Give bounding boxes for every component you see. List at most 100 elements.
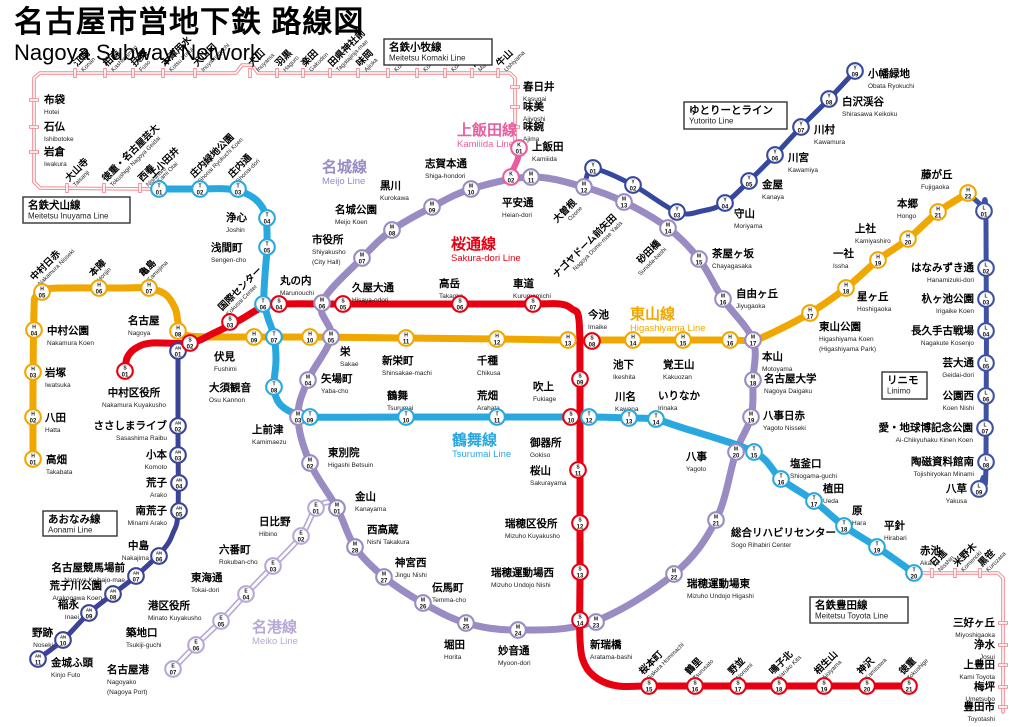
station-H02[interactable]: H02 (24, 408, 42, 426)
station-L07[interactable]: L07 (976, 419, 994, 437)
station-H13[interactable]: H13 (559, 331, 577, 349)
station-H05[interactable]: H05 (33, 283, 51, 301)
station-T15[interactable]: T15 (745, 443, 763, 461)
station-L03[interactable]: L03 (977, 290, 995, 308)
station-M01[interactable]: M01 (328, 499, 346, 517)
station-T20[interactable]: T20 (905, 564, 923, 582)
station-T11[interactable]: T11 (488, 408, 506, 426)
station-M28[interactable]: M28 (346, 538, 364, 556)
station-E06[interactable]: E06 (187, 636, 205, 654)
station-H15[interactable]: H15 (674, 331, 692, 349)
station-M13[interactable]: M13 (615, 193, 633, 211)
station-L02[interactable]: L02 (977, 259, 995, 277)
station-Y01[interactable]: Y01 (584, 159, 602, 177)
station-H19[interactable]: H19 (869, 251, 887, 269)
station-S08[interactable]: S08 (583, 332, 601, 350)
station-M06[interactable]: M06 (313, 294, 331, 312)
station-T12[interactable]: T12 (580, 408, 598, 426)
station-H01[interactable]: H01 (24, 450, 42, 468)
station-S02[interactable]: S02 (181, 334, 199, 352)
station-H20[interactable]: H20 (899, 230, 917, 248)
station-S20[interactable]: S20 (858, 677, 876, 695)
station-T17[interactable]: T17 (805, 492, 823, 510)
station-Y02[interactable]: Y02 (624, 176, 642, 194)
station-T18[interactable]: T18 (835, 517, 853, 535)
station-Y05[interactable]: Y05 (740, 172, 758, 190)
station-H06[interactable]: H06 (90, 279, 108, 297)
station-T08[interactable]: T08 (265, 378, 283, 396)
station-E07[interactable]: E07 (164, 660, 182, 678)
station-T10[interactable]: T10 (397, 408, 415, 426)
station-H17[interactable]: H17 (801, 304, 819, 322)
station-L01[interactable]: L01 (975, 202, 993, 220)
station-Y09[interactable]: Y09 (846, 62, 864, 80)
station-S09[interactable]: S09 (571, 370, 589, 388)
station-S11[interactable]: S11 (569, 461, 587, 479)
station-H03[interactable]: H03 (24, 363, 42, 381)
station-S17[interactable]: S17 (729, 677, 747, 695)
station-T06[interactable]: T06 (254, 295, 272, 313)
station-S04[interactable]: S04 (270, 295, 288, 313)
station-K01[interactable]: K01 (510, 139, 528, 157)
station-M09[interactable]: M09 (423, 198, 441, 216)
station-T04[interactable]: T04 (258, 209, 276, 227)
station-Y04[interactable]: Y04 (716, 194, 734, 212)
station-S16[interactable]: S16 (686, 677, 704, 695)
station-S06[interactable]: S06 (451, 295, 469, 313)
station-M05[interactable]: M05 (322, 328, 340, 346)
station-M18[interactable]: M18 (744, 371, 762, 389)
station-Y06[interactable]: Y06 (766, 146, 784, 164)
station-H14[interactable]: H14 (624, 331, 642, 349)
station-M17[interactable]: M17 (744, 331, 762, 349)
station-T16[interactable]: T16 (772, 470, 790, 488)
station-M24[interactable]: M24 (509, 621, 527, 639)
station-S13[interactable]: S13 (571, 563, 589, 581)
station-H21[interactable]: H21 (929, 203, 947, 221)
station-M23[interactable]: M23 (587, 613, 605, 631)
station-M25[interactable]: M25 (457, 614, 475, 632)
station-T14[interactable]: T14 (647, 410, 665, 428)
station-L06[interactable]: L06 (977, 387, 995, 405)
station-Y03[interactable]: Y03 (668, 203, 686, 221)
station-H11[interactable]: H11 (397, 329, 415, 347)
station-M27[interactable]: M27 (375, 568, 393, 586)
station-M22[interactable]: M22 (665, 565, 683, 583)
station-E01[interactable]: E01 (307, 499, 325, 517)
station-H08[interactable]: H08 (169, 322, 187, 340)
station-M04[interactable]: M04 (299, 371, 317, 389)
station-Y08[interactable]: Y08 (820, 90, 838, 108)
station-T07[interactable]: T07 (265, 328, 283, 346)
station-K02[interactable]: K02 (502, 168, 520, 186)
station-T03[interactable]: T03 (229, 180, 247, 198)
station-E05[interactable]: E05 (212, 612, 230, 630)
station-H12[interactable]: H12 (488, 330, 506, 348)
station-M10[interactable]: M10 (462, 180, 480, 198)
station-M12[interactable]: M12 (575, 178, 593, 196)
station-H22[interactable]: H22 (959, 184, 977, 202)
station-M21[interactable]: M21 (707, 511, 725, 529)
station-S07[interactable]: S07 (524, 295, 542, 313)
station-S18[interactable]: S18 (770, 677, 788, 695)
station-T05[interactable]: T05 (258, 238, 276, 256)
station-S05[interactable]: S05 (334, 295, 352, 313)
station-L05[interactable]: L05 (977, 354, 995, 372)
station-M02[interactable]: M02 (301, 454, 319, 472)
station-L08[interactable]: L08 (977, 453, 995, 471)
station-S03[interactable]: S03 (221, 313, 239, 331)
station-M19[interactable]: M19 (742, 408, 760, 426)
station-Y07[interactable]: Y07 (792, 118, 810, 136)
station-T13[interactable]: T13 (620, 409, 638, 427)
station-T01[interactable]: T01 (150, 180, 168, 198)
station-M26[interactable]: M26 (414, 594, 432, 612)
